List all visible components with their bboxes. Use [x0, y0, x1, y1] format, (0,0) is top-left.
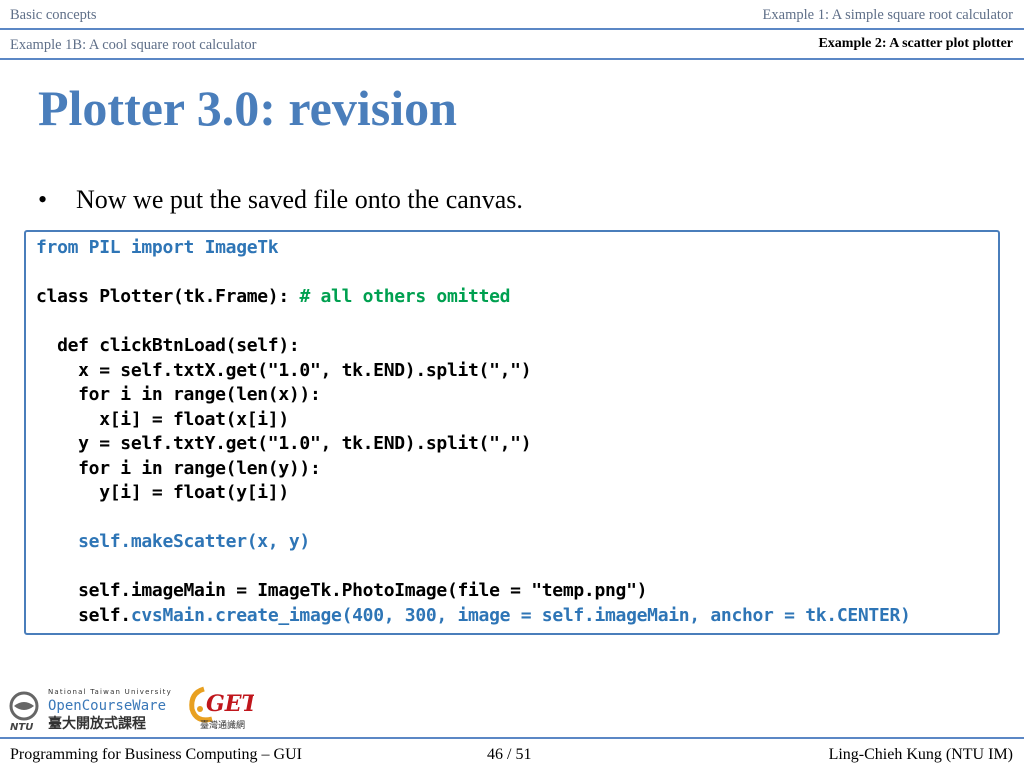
nav-link-example-1b[interactable]: Example 1B: A cool square root calculato…: [10, 37, 257, 53]
slide-title: Plotter 3.0: revision: [38, 80, 457, 136]
ntu-mark: NTU: [10, 722, 33, 733]
nav-second-row: Example 1B: A cool square root calculato…: [0, 32, 1024, 59]
code-line: for i in range(len(y)):: [36, 458, 321, 479]
code-token: class Plotter(tk.Frame):: [36, 286, 300, 307]
code-line: x[i] = float(x[i]): [36, 409, 289, 430]
code-token: cvsMain.create_image(400, 300, image = s…: [130, 605, 911, 626]
footer-divider: [0, 737, 1024, 739]
bullet-item: • Now we put the saved file onto the canv…: [38, 185, 523, 215]
globe-icon: [9, 691, 39, 721]
ocw-wordmark: OpenCourseWare: [48, 698, 166, 714]
globe-band: [14, 702, 34, 710]
ocw-university-name: National Taiwan University: [48, 688, 172, 696]
code-comment: # all others omitted: [299, 286, 511, 307]
code-line: self.imageMain = ImageTk.PhotoImage(file…: [36, 580, 648, 601]
code-line: y[i] = float(y[i]): [36, 482, 289, 503]
header-divider: [0, 28, 1024, 30]
get-subtitle: 臺灣通識網: [200, 719, 245, 731]
code-token: self.: [36, 605, 131, 626]
code-line: for i in range(len(x)):: [36, 384, 321, 405]
bullet-marker: •: [38, 185, 48, 214]
code-line: y = self.txtY.get("1.0", tk.END).split("…: [36, 433, 532, 454]
nav-top-row: Basic concepts Example 1: A simple squar…: [0, 0, 1024, 27]
nav-link-basic-concepts[interactable]: Basic concepts: [10, 7, 97, 23]
code-line: def clickBtnLoad(self):: [36, 335, 300, 356]
header-divider: [0, 58, 1024, 60]
code-line: from PIL import ImageTk: [36, 237, 279, 258]
code-line: x = self.txtX.get("1.0", tk.END).split("…: [36, 360, 532, 381]
get-logo: GET 臺灣通識網: [189, 686, 254, 731]
bullet-text: Now we put the saved file onto the canva…: [76, 185, 523, 214]
ocw-chinese-name: 臺大開放式課程: [48, 715, 146, 732]
ntu-ocw-logo: NTU National Taiwan University OpenCours…: [9, 688, 172, 733]
code-line: self.makeScatter(x, y): [36, 531, 310, 552]
get-mark: GET: [206, 691, 254, 717]
footer-page-number: 46 / 51: [487, 746, 532, 763]
nav-link-example-2-current[interactable]: Example 2: A scatter plot plotter: [818, 36, 1013, 51]
footer-author: Ling-Chieh Kung (NTU IM): [828, 746, 1013, 763]
code-line: class Plotter(tk.Frame): # all others om…: [36, 286, 510, 307]
get-swoosh: [189, 686, 213, 723]
code-line: self.cvsMain.create_image(400, 300, imag…: [36, 605, 911, 626]
footer-course: Programming for Business Computing – GUI: [10, 746, 302, 763]
code-block: from PIL import ImageTk class Plotter(tk…: [24, 230, 1000, 635]
nav-link-example-1[interactable]: Example 1: A simple square root calculat…: [762, 7, 1013, 23]
